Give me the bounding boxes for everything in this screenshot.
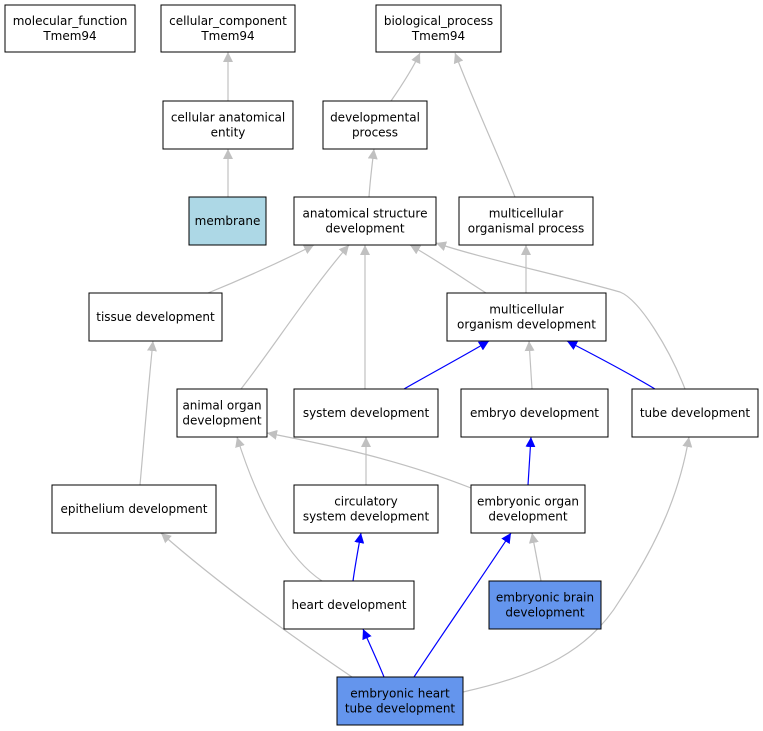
node-hd[interactable]: heart development <box>283 580 415 630</box>
node-label-line: organismal process <box>468 222 585 236</box>
node-label-line: embryo development <box>470 406 599 420</box>
edge-mod-to-asd <box>409 244 487 294</box>
node-mem[interactable]: membrane <box>188 196 267 246</box>
node-label-line: circulatory <box>334 495 398 509</box>
node-box[interactable] <box>446 292 607 342</box>
node-box[interactable] <box>375 4 502 53</box>
node-box[interactable] <box>293 388 439 438</box>
edge-eod-to-aod <box>266 429 472 489</box>
node-label-line: developmental <box>330 111 420 125</box>
node-label-line: epithelium development <box>61 502 208 516</box>
node-box[interactable] <box>293 484 439 534</box>
edge-ebd-to-eod <box>528 532 542 582</box>
edge-epd-to-td <box>139 340 157 486</box>
node-label-line: entity <box>211 126 246 140</box>
node-layer: molecular_functionTmem94cellular_compone… <box>4 4 759 726</box>
node-ed[interactable]: embryo development <box>460 388 609 438</box>
node-box[interactable] <box>88 292 223 342</box>
node-label-line: tissue development <box>96 310 215 324</box>
node-label-line: cellular_component <box>169 14 287 28</box>
node-box[interactable] <box>4 4 136 53</box>
edge-eod-to-ed <box>525 436 536 486</box>
node-td[interactable]: tissue development <box>88 292 223 342</box>
node-box[interactable] <box>160 4 296 53</box>
node-label-line: anatomical structure <box>303 207 428 221</box>
node-label-line: Tmem94 <box>200 29 254 43</box>
node-box[interactable] <box>283 580 415 630</box>
node-sd[interactable]: system development <box>293 388 439 438</box>
node-label-line: tube development <box>640 406 751 420</box>
node-label-line: multicellular <box>489 207 564 221</box>
node-label-line: development <box>182 414 261 428</box>
edge-tubed-to-mod <box>566 340 656 390</box>
node-box[interactable] <box>176 388 268 438</box>
edge-td-to-asd <box>207 244 315 294</box>
edge-hd-to-csd <box>352 532 365 582</box>
edge-tubed-to-asd <box>435 241 686 390</box>
node-label-line: embryonic brain <box>496 591 594 605</box>
node-tubed[interactable]: tube development <box>631 388 759 438</box>
edge-ehtd-to-hd <box>362 628 385 678</box>
edge-asd-to-dp <box>367 148 378 198</box>
node-label-line: multicellular <box>489 303 564 317</box>
node-box[interactable] <box>458 196 594 246</box>
node-box[interactable] <box>51 484 217 534</box>
node-label-line: process <box>352 126 398 140</box>
node-label-line: embryonic heart <box>350 687 450 701</box>
node-label-line: membrane <box>195 214 261 228</box>
node-label-line: Tmem94 <box>411 29 465 43</box>
node-label-line: development <box>505 606 584 620</box>
edge-sd-to-mod <box>403 340 490 390</box>
edge-ehtd-to-eod <box>413 532 512 678</box>
node-label-line: cellular anatomical <box>171 111 285 125</box>
edge-aod-to-asd <box>240 244 350 390</box>
node-box[interactable] <box>470 484 586 534</box>
node-label-line: system development <box>303 406 430 420</box>
node-box[interactable] <box>293 196 437 246</box>
node-box[interactable] <box>631 388 759 438</box>
node-label-line: organism development <box>457 318 596 332</box>
edge-hd-to-aod <box>235 436 323 582</box>
node-label-line: embryonic organ <box>477 495 579 509</box>
node-box[interactable] <box>188 196 267 246</box>
node-label-line: tube development <box>345 702 456 716</box>
node-box[interactable] <box>322 100 428 150</box>
node-box[interactable] <box>488 580 602 630</box>
edge-layer <box>139 52 693 693</box>
node-box[interactable] <box>336 676 464 726</box>
node-epd[interactable]: epithelium development <box>51 484 217 534</box>
node-box[interactable] <box>460 388 609 438</box>
edge-dp-to-bp <box>390 52 421 102</box>
edge-ed-to-mod <box>524 340 535 390</box>
node-label-line: system development <box>303 510 430 524</box>
edge-ehtd-to-tubed <box>462 436 693 693</box>
edge-ehtd-to-epd <box>160 532 353 678</box>
node-label-line: development <box>488 510 567 524</box>
node-label-line: animal organ <box>182 399 261 413</box>
node-label-line: Tmem94 <box>42 29 96 43</box>
node-label-line: biological_process <box>384 14 493 28</box>
node-label-line: molecular_function <box>13 14 128 28</box>
node-label-line: development <box>325 222 404 236</box>
node-label-line: heart development <box>292 598 407 612</box>
node-box[interactable] <box>162 100 294 150</box>
edge-mop-to-bp <box>453 52 516 198</box>
